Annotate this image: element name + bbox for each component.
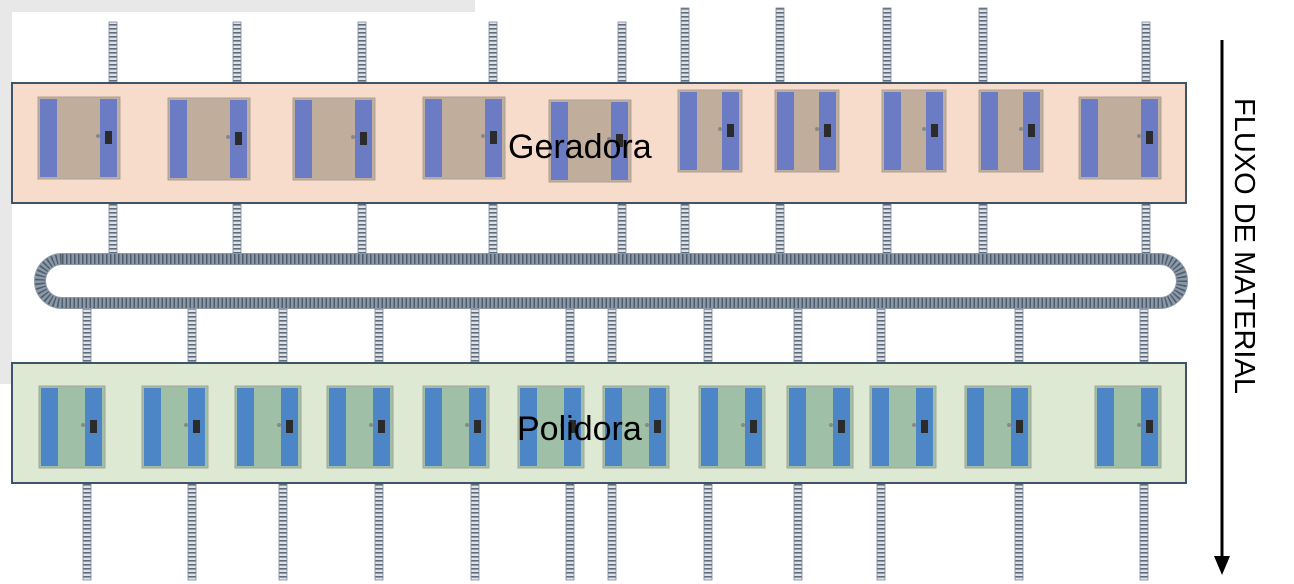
loop-conveyor [34,253,1188,309]
polisher-machine [869,385,937,469]
generator-machine [881,89,947,173]
conveyor-segment [1014,467,1024,581]
background-panel [0,0,475,12]
material-flow-label: FLUXO DE MATERIAL [1228,98,1260,394]
conveyor-segment [232,21,242,91]
conveyor-segment [278,467,288,581]
conveyor-segment [680,7,690,91]
polisher-machine [234,385,302,469]
generator-machine [422,96,506,180]
polisher-machine [786,385,854,469]
conveyor-segment [187,467,197,581]
polisher-machine [422,385,490,469]
generator-machine [548,99,632,183]
polisher-machine [38,385,106,469]
conveyor-segment [978,7,988,91]
conveyor-segment [607,467,617,581]
polisher-machine [964,385,1032,469]
conveyor-segment [876,467,886,581]
conveyor-segment [775,7,785,91]
conveyor-segment [470,467,480,581]
polisher-output-conveyors [82,467,1149,581]
generator-input-conveyors [108,7,1151,91]
generator-machines [37,89,1162,183]
flow-arrow-icon [1214,40,1230,575]
conveyor-segment [703,467,713,581]
generator-machine [1078,96,1162,180]
conveyor-segment [488,21,498,91]
polisher-machine [1094,385,1162,469]
conveyor-segment [882,7,892,91]
polisher-machine [602,385,670,469]
conveyor-segment [108,21,118,91]
generator-machine [677,89,743,173]
generator-machine [167,97,251,181]
conveyor-segment [1139,467,1149,581]
generator-machine [37,96,121,180]
generator-machine [292,97,376,181]
conveyor-segment [793,467,803,581]
generator-machine [978,89,1044,173]
polisher-machine [326,385,394,469]
polisher-machines [38,385,1162,469]
generator-machine [774,89,840,173]
conveyor-segment [374,467,384,581]
conveyor-segment [1141,21,1151,91]
background-panel-side [0,12,12,384]
polisher-machine [141,385,209,469]
conveyor-segment [617,21,627,91]
conveyor-segment [357,21,367,91]
polisher-machine [517,385,585,469]
conveyor-segment [82,467,92,581]
conveyor-segment [565,467,575,581]
polisher-machine [698,385,766,469]
